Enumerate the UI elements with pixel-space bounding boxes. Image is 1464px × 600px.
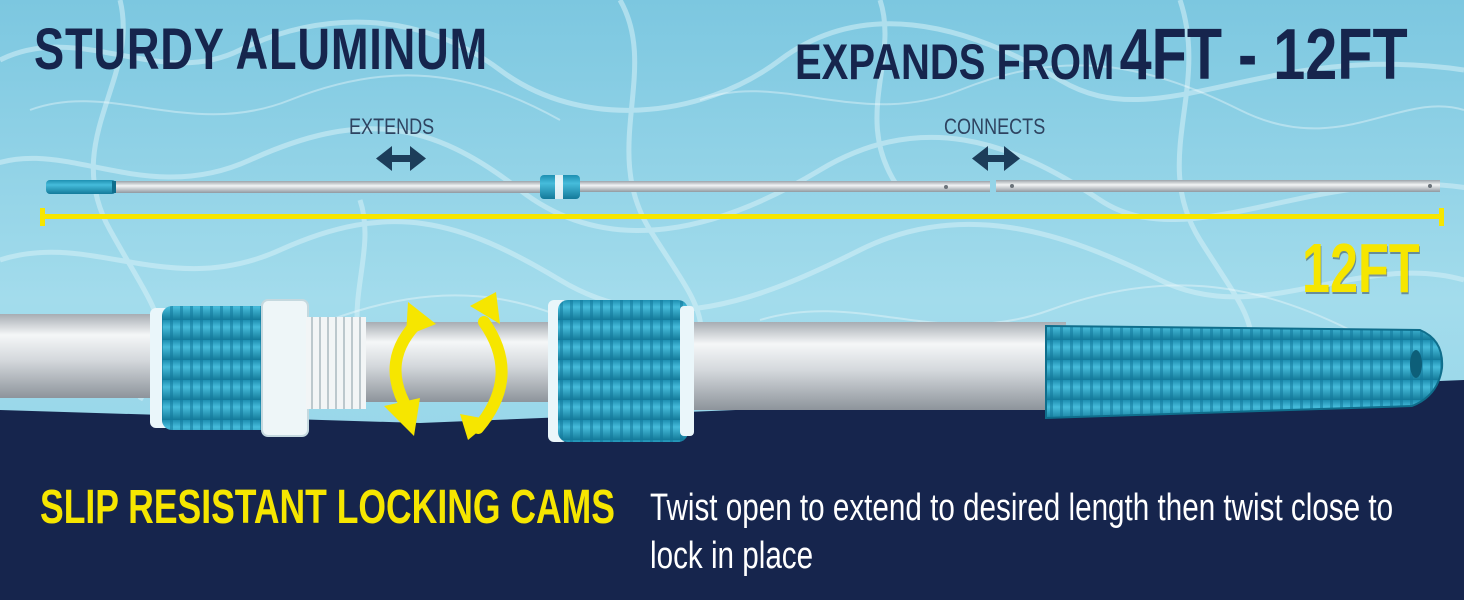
pole-closeup — [0, 299, 1444, 442]
extends-label: EXTENDS — [349, 114, 435, 139]
connects-label: CONNECTS — [944, 114, 1046, 139]
headline-expands: EXPANDS FROM 4FT - 12FT — [795, 14, 1408, 96]
length-measure-line — [40, 208, 1444, 226]
headline-sturdy-aluminum: STURDY ALUMINUM — [34, 17, 489, 82]
full-pole-illustration — [46, 175, 1440, 199]
double-arrow-icon — [972, 146, 1020, 171]
length-label: 12FT — [1302, 229, 1420, 307]
feature-description: Twist open to extend to desired length t… — [650, 487, 1394, 577]
headline-length-range: 4FT - 12FT — [1119, 15, 1408, 95]
feature-title: SLIP RESISTANT LOCKING CAMS — [40, 481, 615, 534]
double-arrow-icon — [376, 146, 426, 171]
headline-expands-prefix: EXPANDS FROM — [795, 34, 1115, 90]
